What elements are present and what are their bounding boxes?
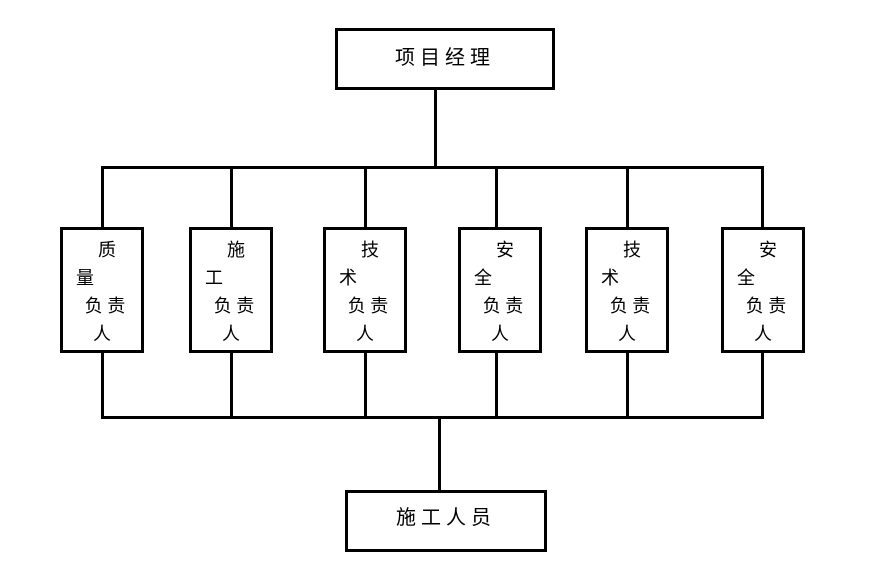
- org-box-safety-manager-1-line-3: 负 责: [482, 296, 524, 316]
- org-box-quality-manager-line-2: 量: [76, 268, 94, 288]
- connector-top-drop-3: [364, 166, 367, 227]
- connector-top-drop-5: [626, 166, 629, 227]
- org-box-construction-manager-line-1: 施: [227, 240, 245, 260]
- org-box-safety-manager-2-line-1: 安: [759, 240, 777, 260]
- connector-top-drop-4: [495, 166, 498, 227]
- org-box-construction-staff-label: 施工人员: [396, 507, 496, 529]
- org-box-technical-manager-1: 技 术 负 责 人: [323, 227, 407, 353]
- connector-top-drop-2: [230, 166, 233, 227]
- org-box-technical-manager-2-line-4: 人: [618, 324, 636, 344]
- org-box-quality-manager-line-3: 负 责: [84, 296, 126, 316]
- org-box-technical-manager-2-line-2: 术: [601, 268, 619, 288]
- connector-top-drop-6: [761, 166, 764, 227]
- org-box-technical-manager-1-line-2: 术: [339, 268, 357, 288]
- connector-bottom-drop-1: [101, 351, 104, 418]
- org-box-safety-manager-2: 安 全 负 责 人: [721, 227, 805, 353]
- connector-bottom-bus: [101, 416, 764, 419]
- org-box-safety-manager-1-line-2: 全: [474, 268, 492, 288]
- org-box-safety-manager-2-line-3: 负 责: [745, 296, 787, 316]
- org-box-technical-manager-2: 技 术 负 责 人: [585, 227, 669, 353]
- org-box-construction-manager-line-2: 工: [205, 268, 223, 288]
- org-box-project-manager: 项目经理: [335, 28, 555, 90]
- org-box-safety-manager-1: 安 全 负 责 人: [458, 227, 542, 353]
- connector-bottom-drop-2: [230, 351, 233, 418]
- org-box-safety-manager-1-line-1: 安: [496, 240, 514, 260]
- org-box-construction-manager: 施 工 负 责 人: [189, 227, 273, 353]
- connector-bottom-vertical: [438, 417, 441, 490]
- org-box-quality-manager: 质 量 负 责 人: [60, 227, 144, 353]
- connector-top-drop-1: [101, 166, 104, 227]
- connector-bottom-drop-6: [761, 351, 764, 418]
- org-box-construction-manager-line-3: 负 责: [213, 296, 255, 316]
- org-box-construction-staff: 施工人员: [345, 490, 547, 552]
- connector-bottom-drop-5: [626, 351, 629, 418]
- org-box-quality-manager-line-4: 人: [93, 324, 111, 344]
- org-box-quality-manager-line-1: 质: [98, 240, 116, 260]
- connector-top-vertical: [434, 90, 437, 168]
- connector-top-bus: [101, 166, 764, 169]
- org-box-technical-manager-2-line-3: 负 责: [609, 296, 651, 316]
- connector-bottom-drop-4: [495, 351, 498, 418]
- org-box-project-manager-label: 项目经理: [395, 47, 495, 69]
- org-box-safety-manager-1-line-4: 人: [491, 324, 509, 344]
- org-box-safety-manager-2-line-4: 人: [754, 324, 772, 344]
- org-box-technical-manager-2-line-1: 技: [623, 240, 641, 260]
- connector-bottom-drop-3: [364, 351, 367, 418]
- org-box-technical-manager-1-line-1: 技: [361, 240, 379, 260]
- org-box-safety-manager-2-line-2: 全: [737, 268, 755, 288]
- org-box-technical-manager-1-line-4: 人: [356, 324, 374, 344]
- org-box-construction-manager-line-4: 人: [222, 324, 240, 344]
- org-box-technical-manager-1-line-3: 负 责: [347, 296, 389, 316]
